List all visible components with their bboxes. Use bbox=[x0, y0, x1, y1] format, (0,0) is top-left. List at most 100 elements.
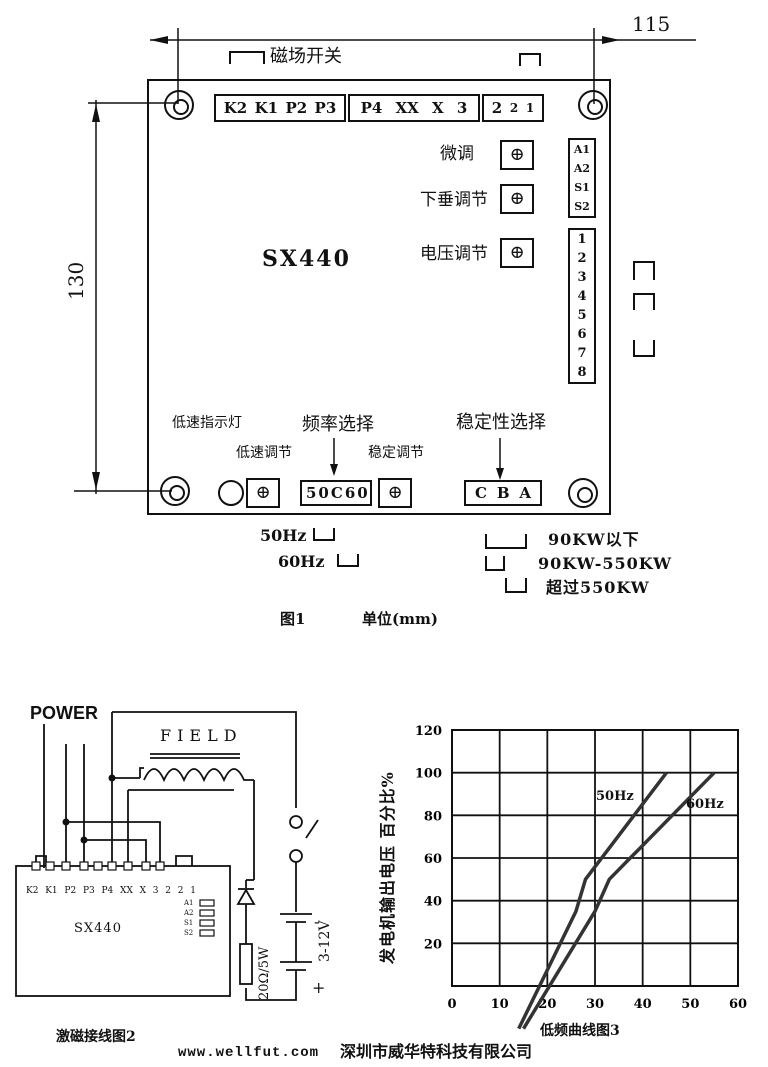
wire-side-s1: S1 bbox=[184, 919, 194, 927]
chart-xtick-label: 60 bbox=[729, 997, 747, 1012]
terminal-x: X bbox=[432, 99, 444, 117]
battery-plus: + bbox=[312, 978, 326, 997]
pot-fine: ⊕ bbox=[500, 140, 534, 170]
stability-block: C B A bbox=[464, 480, 542, 506]
terminal-k1: K1 bbox=[254, 99, 279, 117]
terminal-1: 1 bbox=[577, 232, 587, 247]
wire-term-2: 2 bbox=[165, 886, 172, 896]
chart-ytick-label: 100 bbox=[415, 767, 442, 782]
chart-ytick-label: 20 bbox=[424, 937, 442, 952]
chart-xtick-label: 20 bbox=[538, 997, 556, 1012]
wire-term-3: 3 bbox=[152, 886, 159, 896]
terminal-k2: K2 bbox=[223, 99, 248, 117]
low-speed-lamp-label: 低速指示灯 bbox=[172, 415, 242, 431]
terminal-3: 3 bbox=[577, 270, 587, 285]
terminal-1: 1 bbox=[525, 101, 535, 115]
terminal-2b: 2 bbox=[509, 101, 519, 115]
wiring-board-model: SX440 bbox=[74, 921, 122, 936]
power-label: POWER bbox=[30, 703, 99, 723]
chart-xtick-label: 0 bbox=[447, 997, 456, 1012]
board-model: SX440 bbox=[262, 246, 351, 272]
dim-width: 115 bbox=[632, 12, 671, 36]
pot-fine-label: 微调 bbox=[440, 144, 474, 164]
wire-side-s2: S2 bbox=[184, 929, 194, 937]
chart-xtick-label: 10 bbox=[491, 997, 509, 1012]
chart-series-line-1 bbox=[522, 771, 716, 1030]
terminal-xx: XX bbox=[395, 99, 419, 117]
terminal-p2: P2 bbox=[285, 99, 308, 117]
figure1-caption: 图1 bbox=[280, 610, 306, 628]
freq-block: 50C60 bbox=[300, 480, 372, 506]
mount-hole-bottom-left bbox=[160, 476, 190, 506]
low-speed-adjust-label: 低速调节 bbox=[236, 445, 292, 461]
terminal-4: 4 bbox=[577, 289, 587, 304]
terminal-5: 5 bbox=[577, 308, 587, 323]
chart-xtick-label: 50 bbox=[681, 997, 699, 1012]
magnetic-switch-label: 磁场开关 bbox=[270, 46, 342, 67]
terminal-s1: S1 bbox=[574, 181, 590, 194]
wire-term-p2: P2 bbox=[64, 886, 77, 896]
footer-website[interactable]: www.wellfut.com bbox=[178, 1045, 320, 1061]
mount-hole-top-right bbox=[578, 90, 608, 120]
stability-a: A bbox=[519, 484, 532, 502]
chart-ytick-label: 80 bbox=[424, 809, 442, 824]
chart-series-60hz-label: 60Hz bbox=[686, 797, 724, 812]
chart-ytick-label: 60 bbox=[424, 852, 442, 867]
wire-term-p3: P3 bbox=[82, 886, 95, 896]
chart-xtick-label: 40 bbox=[634, 997, 652, 1012]
pot-droop-label: 下垂调节 bbox=[420, 190, 488, 210]
wire-term-k2: K2 bbox=[26, 886, 39, 896]
wire-term-1: 1 bbox=[190, 886, 196, 896]
terminal-s2: S2 bbox=[574, 200, 590, 213]
chart-ylabel: 发电机输出电压 百分比% bbox=[378, 771, 397, 964]
chart-xtick-label: 30 bbox=[586, 997, 604, 1012]
stability-c: C bbox=[474, 484, 487, 502]
pot-voltage-label: 电压调节 bbox=[420, 244, 488, 264]
figure1-unit: 单位(mm) bbox=[362, 610, 438, 628]
low-speed-lamp bbox=[218, 480, 244, 506]
terminal-p4: P4 bbox=[360, 99, 383, 117]
stability-adjust-label: 稳定调节 bbox=[368, 445, 424, 461]
pot-droop: ⊕ bbox=[500, 184, 534, 214]
stability-b: B bbox=[496, 484, 510, 502]
hz50-label: 50Hz bbox=[260, 526, 307, 545]
wire-side-a2: A2 bbox=[184, 909, 194, 917]
terminal-strip-b: 1 2 3 4 5 6 7 8 bbox=[568, 228, 596, 384]
kw-90-550-label: 90KW-550KW bbox=[538, 554, 673, 573]
terminal-block-left: K2 K1 P2 P3 bbox=[214, 94, 346, 122]
terminal-a1: A1 bbox=[573, 143, 591, 156]
terminal-block-mid: P4 XX X 3 bbox=[348, 94, 480, 122]
wire-term-k1: K1 bbox=[45, 886, 58, 896]
terminal-8: 8 bbox=[577, 365, 587, 380]
mount-hole-top-left bbox=[164, 90, 194, 120]
kw-over550-label: 超过550KW bbox=[546, 578, 650, 597]
terminal-2: 2 bbox=[577, 251, 587, 266]
terminal-a2: A2 bbox=[573, 162, 591, 175]
pot-stability: ⊕ bbox=[378, 478, 412, 508]
chart-series-50hz-label: 50Hz bbox=[596, 789, 634, 804]
terminal-strip-a: A1 A2 S1 S2 bbox=[568, 138, 596, 218]
battery-minus: - bbox=[314, 912, 320, 931]
terminal-7: 7 bbox=[577, 346, 587, 361]
pot-voltage: ⊕ bbox=[500, 238, 534, 268]
freq-select-label: 频率选择 bbox=[302, 414, 374, 435]
footer-company: 深圳市威华特科技有限公司 bbox=[340, 1042, 533, 1061]
hz60-label: 60Hz bbox=[278, 552, 325, 571]
pot-low-speed: ⊕ bbox=[246, 478, 280, 508]
chart-series-line-0 bbox=[517, 771, 668, 1030]
kw-below90-label: 90KW以下 bbox=[548, 530, 640, 549]
terminal-6: 6 bbox=[577, 327, 587, 342]
wire-term-p4: P4 bbox=[101, 886, 114, 896]
figure2-caption: 激磁接线图2 bbox=[56, 1029, 136, 1045]
terminal-3: 3 bbox=[456, 99, 468, 117]
wire-side-a1: A1 bbox=[184, 899, 194, 907]
stability-select-label: 稳定性选择 bbox=[456, 412, 546, 433]
figure3-caption: 低频曲线图3 bbox=[540, 1023, 620, 1039]
terminal-p3: P3 bbox=[314, 99, 337, 117]
mount-hole-bottom-right bbox=[568, 478, 598, 508]
wiring-terminal-labels: K2 K1 P2 P3 P4 XX X 3 2 2 1 bbox=[26, 886, 196, 896]
wire-term-2b: 2 bbox=[177, 886, 184, 896]
chart-ytick-label: 40 bbox=[424, 895, 442, 910]
